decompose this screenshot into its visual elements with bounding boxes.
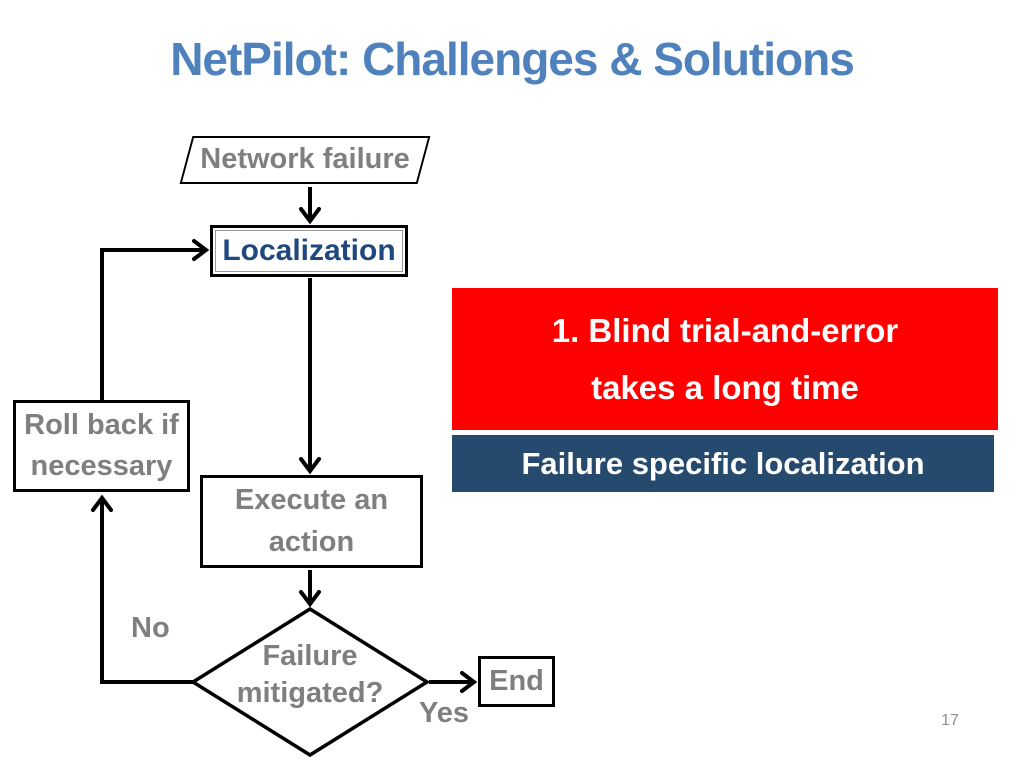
node-end-label: End (489, 664, 544, 697)
node-localization: Localization (210, 225, 408, 277)
failure-mitigated-diamond-shape (189, 606, 431, 758)
node-network-failure-label: Network failure (200, 143, 410, 176)
callout-challenge-line1: 1. Blind trial-and-error (551, 312, 899, 349)
node-network-failure: Network failure (179, 136, 431, 184)
node-rollback: Roll back if necessary (13, 400, 190, 492)
connector-rollback-localization (100, 239, 210, 400)
callout-solution-navy-box: Failure specific localization (452, 435, 994, 492)
node-execute-action-label: Execute an action (234, 484, 389, 558)
edge-label-yes: Yes (419, 697, 469, 729)
edge-label-no: No (131, 612, 170, 644)
node-failure-mitigated-label: Failure mitigated? (236, 640, 384, 710)
node-rollback-label: Roll back if necessary (24, 408, 179, 482)
slide-title: NetPilot: Challenges & Solutions (170, 33, 855, 85)
node-localization-label: Localization (222, 233, 396, 267)
callout-challenge-line2: takes a long time (591, 369, 859, 406)
node-execute-action: Execute an action (200, 475, 423, 568)
node-end: End (478, 656, 555, 707)
page-number: 17 (941, 712, 959, 729)
connector-diamond-rollback (91, 494, 195, 684)
callout-solution-label: Failure specific localization (521, 445, 925, 481)
callout-challenge-red-box: 1. Blind trial-and-error takes a long ti… (452, 288, 998, 430)
